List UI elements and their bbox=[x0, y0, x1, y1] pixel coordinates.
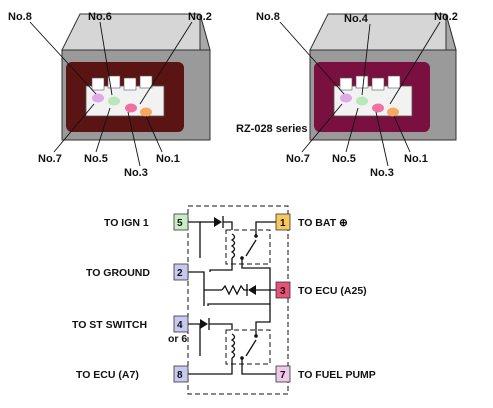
left-label-no3: No.3 bbox=[124, 167, 148, 179]
left-pin-8-marker bbox=[92, 93, 104, 103]
left-pin-2-marker bbox=[125, 103, 137, 113]
terminal-5: 5 bbox=[173, 213, 189, 231]
right-label-no7: No.7 bbox=[286, 153, 310, 165]
right-label-no1: No.1 bbox=[404, 153, 428, 165]
left-label-no8: No.8 bbox=[8, 11, 32, 23]
label-ecu-a25: TO ECU (A25) bbox=[298, 285, 367, 297]
right-pin-8-marker bbox=[340, 93, 352, 103]
svg-text:2: 2 bbox=[177, 268, 183, 279]
left-label-no6: No.6 bbox=[88, 11, 112, 23]
right-pin-1-marker bbox=[387, 107, 399, 117]
right-label-no3: No.3 bbox=[370, 167, 394, 179]
right-label-no5: No.5 bbox=[332, 153, 356, 165]
right-series-label: RZ-028 series bbox=[236, 123, 308, 135]
right-label-no4: No.4 bbox=[344, 13, 369, 25]
terminal-2: 2 bbox=[173, 263, 189, 281]
left-label-no2: No.2 bbox=[188, 11, 212, 23]
left-label-no1: No.1 bbox=[156, 153, 180, 165]
svg-text:3: 3 bbox=[280, 286, 286, 297]
left-label-no7: No.7 bbox=[38, 153, 62, 165]
right-label-no8: No.8 bbox=[256, 11, 280, 23]
terminal-8: 8 bbox=[173, 365, 189, 383]
left-pin-6-marker bbox=[108, 96, 120, 106]
left-relay: No.8 No.6 No.2 No.7 No.5 No.3 No.1 bbox=[8, 11, 212, 179]
svg-text:5: 5 bbox=[177, 218, 183, 229]
left-pin-1-marker bbox=[140, 107, 152, 117]
label-st-switch: TO ST SWITCH bbox=[72, 319, 147, 331]
label-ground: TO GROUND bbox=[86, 267, 150, 279]
svg-text:7: 7 bbox=[280, 370, 286, 381]
label-ign1: TO IGN 1 bbox=[104, 217, 149, 229]
label-ecu-a7: TO ECU (A7) bbox=[76, 369, 139, 381]
label-fuel-pump: TO FUEL PUMP bbox=[298, 369, 376, 381]
terminal-3: 3 bbox=[275, 281, 291, 299]
right-relay: No.8 No.4 No.2 RZ-028 series No.7 No.5 N… bbox=[236, 11, 458, 179]
label-or-6: or 6 bbox=[168, 333, 187, 345]
left-label-no5: No.5 bbox=[84, 153, 108, 165]
svg-text:1: 1 bbox=[280, 218, 286, 229]
svg-text:8: 8 bbox=[177, 370, 183, 381]
right-pin-4-marker bbox=[356, 96, 368, 106]
terminal-7: 7 bbox=[275, 365, 291, 383]
schematic-housing bbox=[187, 205, 289, 395]
terminal-4: 4 bbox=[173, 315, 189, 333]
label-bat: TO BAT ⊕ bbox=[298, 217, 348, 229]
schematic: 5 1 2 3 4 8 7 TO IGN 1 TO BAT ⊕ TO GROU bbox=[72, 205, 376, 395]
right-pin-2-marker bbox=[372, 103, 384, 113]
right-label-no2: No.2 bbox=[434, 11, 458, 23]
terminal-1: 1 bbox=[275, 213, 291, 231]
svg-text:4: 4 bbox=[177, 320, 183, 331]
